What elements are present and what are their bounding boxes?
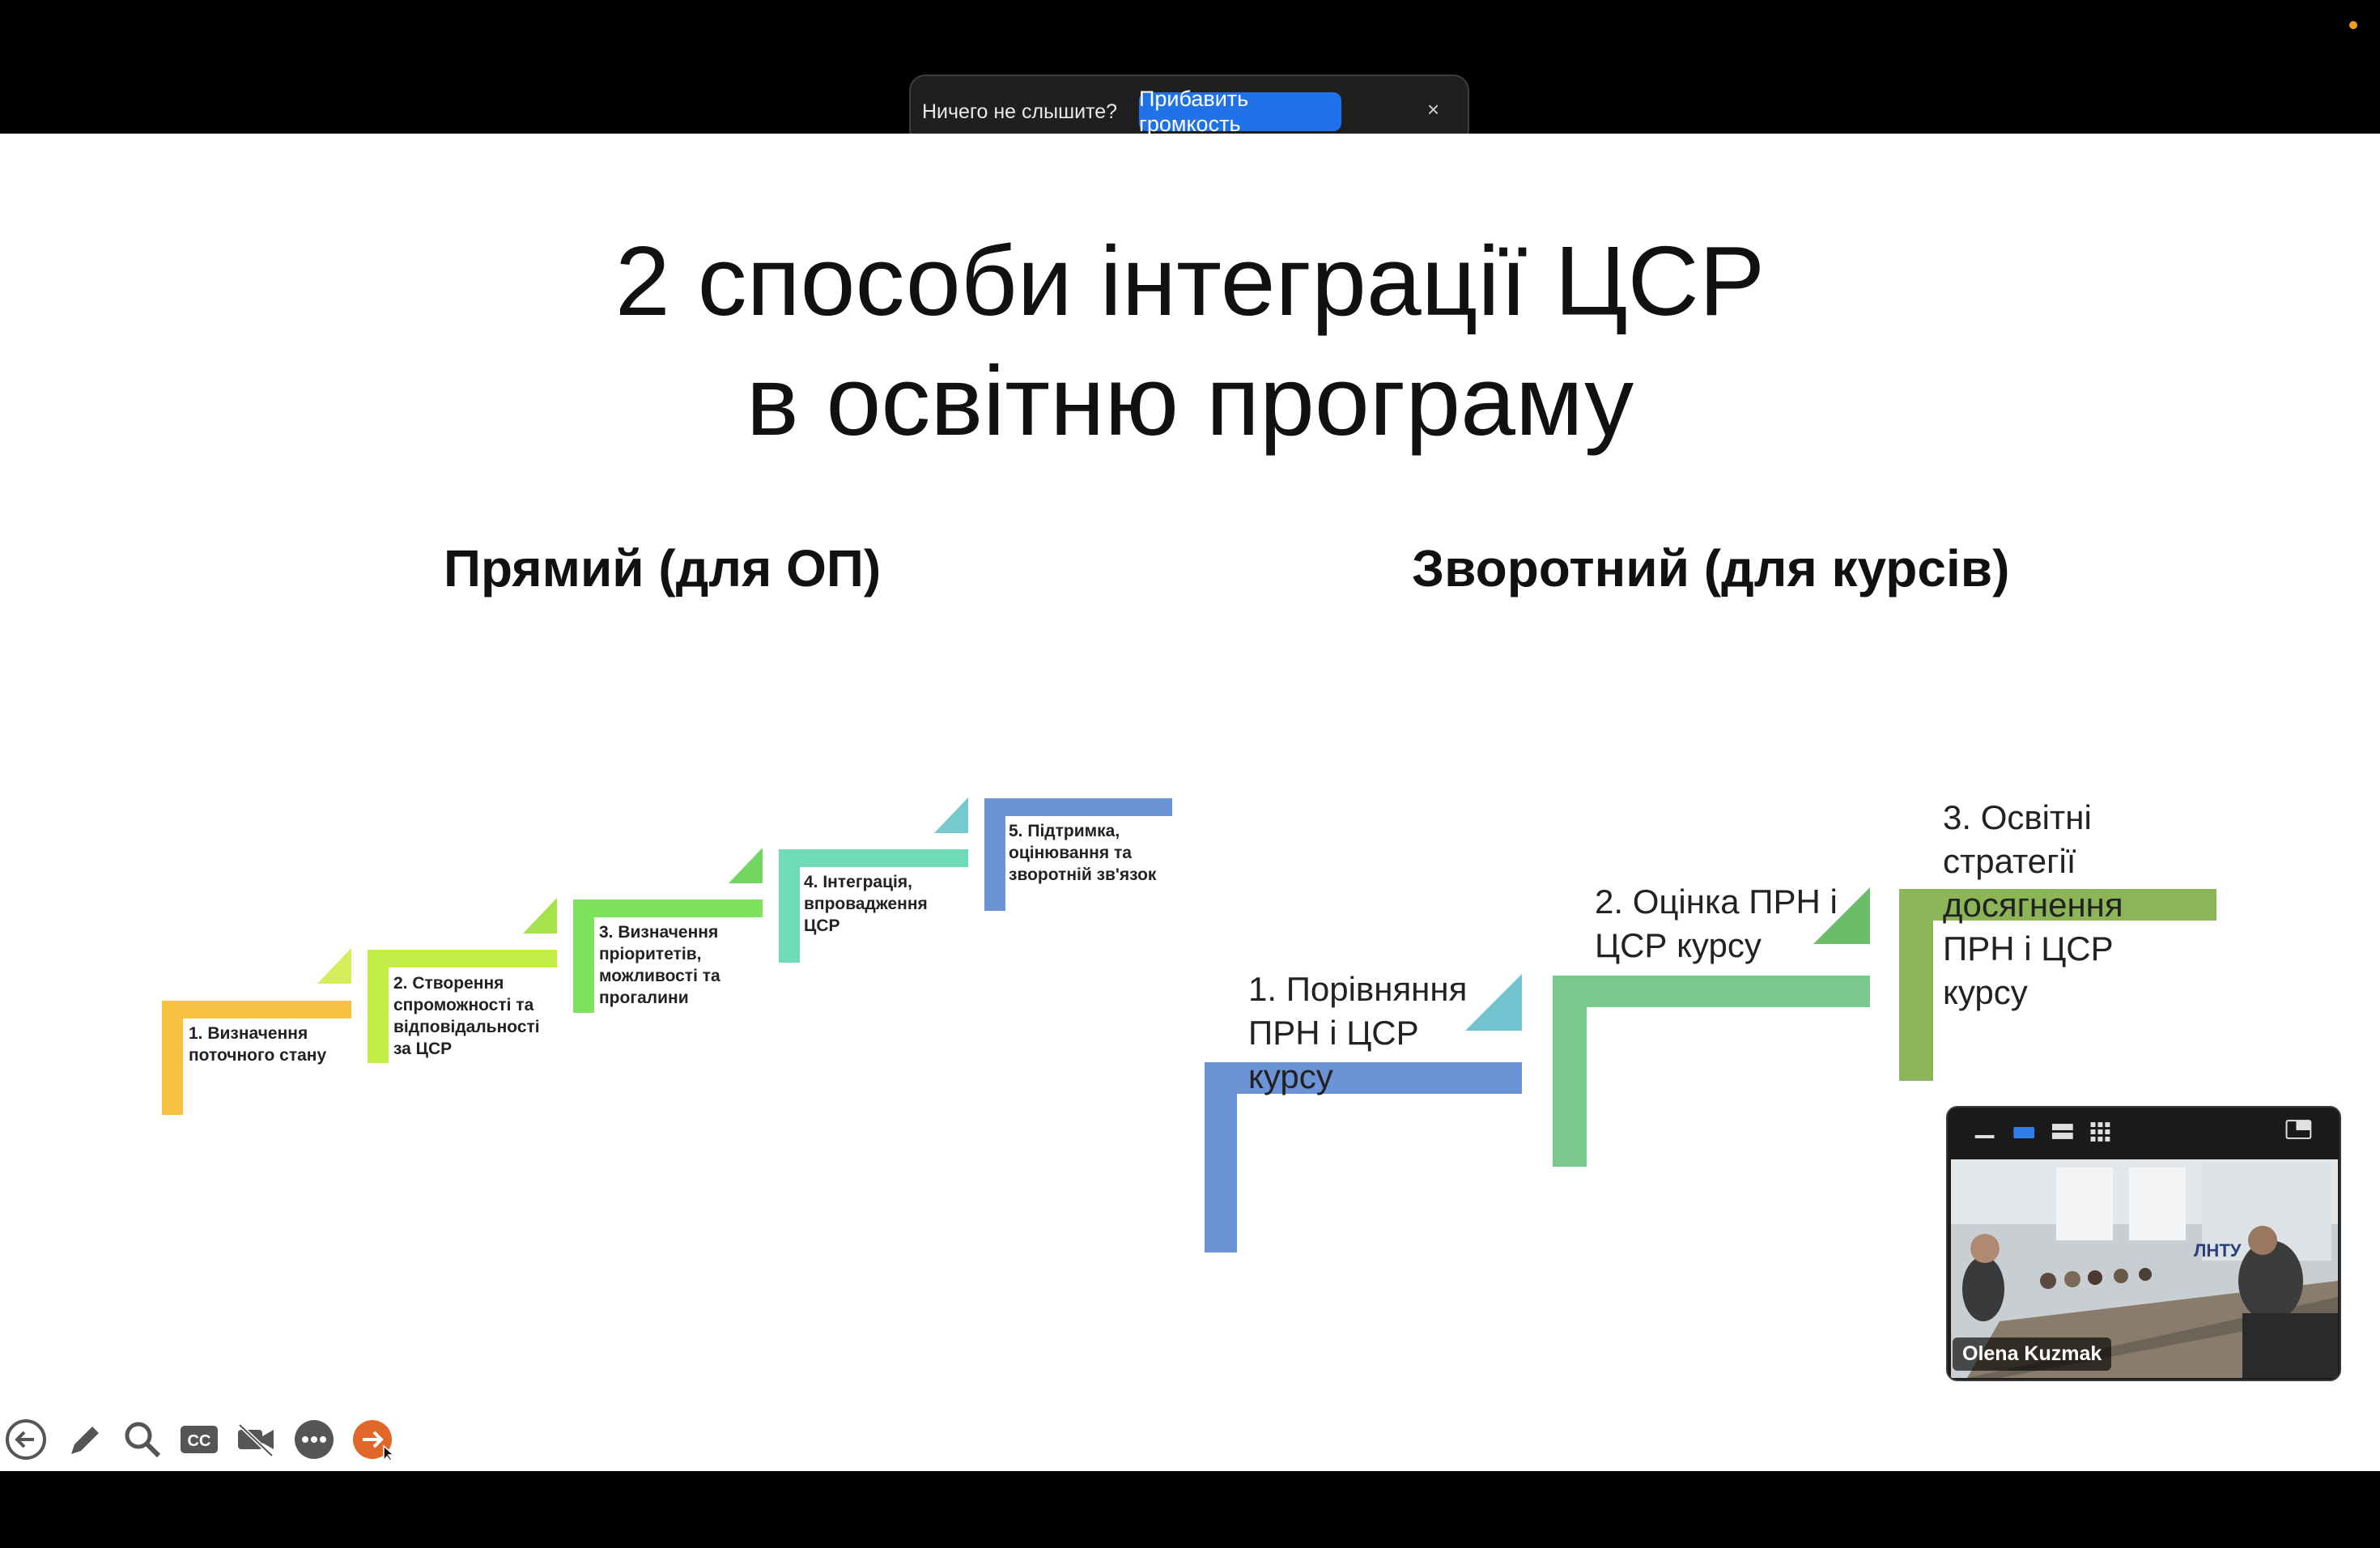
direct-step-2-shape <box>368 950 557 1063</box>
direct-step-5-shape <box>984 798 1172 911</box>
audio-notice: Ничего не слышите? Прибавить громкость × <box>909 74 1469 146</box>
direct-step-4-label: 4. Інтеграція, впровадження ЦСР <box>804 873 928 935</box>
reverse-step-1-label: 1. Порівняння ПРН і ЦСР курсу <box>1248 970 1468 1095</box>
direct-step-5 <box>984 798 1172 911</box>
reverse-step-3-label: 3. Освітні стратегії досягнення ПРН і ЦС… <box>1943 798 2123 1011</box>
bottom-bar <box>0 1471 2380 1548</box>
reverse-step-2-shape <box>1553 976 1870 1167</box>
more-icon[interactable] <box>293 1418 335 1461</box>
direct-step-4 <box>779 797 968 963</box>
direct-step-4-shape <box>779 849 968 963</box>
direct-step-5-label: 5. Підтримка, оцінювання та зворотній зв… <box>1009 822 1157 884</box>
direct-step-2-arrow <box>523 898 557 933</box>
recording-indicator <box>2349 21 2357 29</box>
direct-step-3 <box>573 848 763 1013</box>
stacked-view-icon[interactable] <box>2051 1124 2073 1139</box>
direct-step-2 <box>368 898 557 1063</box>
steps-diagram <box>162 797 2216 1252</box>
participant-name: Olena Kuzmak <box>1953 1337 2112 1371</box>
back-icon[interactable] <box>5 1418 47 1461</box>
pop-out-icon[interactable] <box>2285 1120 2312 1139</box>
increase-volume-button[interactable]: Прибавить громкость <box>1139 87 1341 136</box>
direct-step-1-shape <box>162 1001 351 1115</box>
captions-icon[interactable]: CC <box>178 1418 220 1461</box>
reverse-step-1 <box>1205 974 1522 1252</box>
minimize-icon[interactable] <box>1974 1134 1995 1138</box>
reverse-step-1-shape <box>1205 1062 1522 1252</box>
close-icon[interactable]: × <box>1427 97 1440 121</box>
direct-step-3-arrow <box>729 848 763 883</box>
wall-logo: ЛНТУ <box>2194 1240 2242 1261</box>
participant-video: ЛНТУ <box>1951 1159 2338 1378</box>
reverse-step-2 <box>1553 887 1870 1167</box>
next-icon[interactable] <box>351 1418 393 1461</box>
slide-title-line-1: 2 способи інтеграції ЦСР <box>614 226 1766 336</box>
direct-step-2-label: 2. Створення спроможності та відповідаль… <box>393 974 540 1058</box>
direct-step-1-label: 1. Визначення поточного стану <box>189 1024 327 1065</box>
video-off-icon[interactable] <box>235 1418 277 1461</box>
reverse-step-3-shape <box>1899 889 2216 1081</box>
direct-step-1-arrow <box>317 948 351 984</box>
reverse-heading: Зворотний (для курсів) <box>1412 539 2010 598</box>
zoom-icon[interactable] <box>121 1418 164 1461</box>
audio-notice-message: Ничего не слышите? <box>922 100 1118 123</box>
direct-step-4-arrow <box>934 797 968 833</box>
slide-title-line-2: в освітню програму <box>746 346 1634 456</box>
reverse-step-2-label: 2. Оцінка ПРН і ЦСР курсу <box>1595 882 1838 964</box>
direct-step-1 <box>162 948 351 1115</box>
participant-video-panel[interactable]: ЛНТУ Olena Kuzmak <box>1946 1106 2341 1381</box>
speaker-view-icon[interactable] <box>2013 1127 2035 1138</box>
video-panel-toolbar <box>1974 1120 2312 1142</box>
pen-icon[interactable] <box>63 1418 105 1461</box>
direct-step-3-shape <box>573 899 763 1013</box>
reverse-step-2-arrow <box>1813 887 1870 944</box>
reverse-step-1-arrow <box>1465 974 1522 1031</box>
gallery-view-icon[interactable] <box>2090 1122 2110 1142</box>
svg-text:CC: CC <box>188 1432 211 1450</box>
meeting-room-image: ЛНТУ <box>1951 1159 2338 1378</box>
direct-step-3-label: 3. Визначення пріоритетів, можливості та… <box>599 923 720 1007</box>
reverse-step-3 <box>1899 889 2216 1081</box>
direct-heading: Прямий (для ОП) <box>444 539 882 598</box>
